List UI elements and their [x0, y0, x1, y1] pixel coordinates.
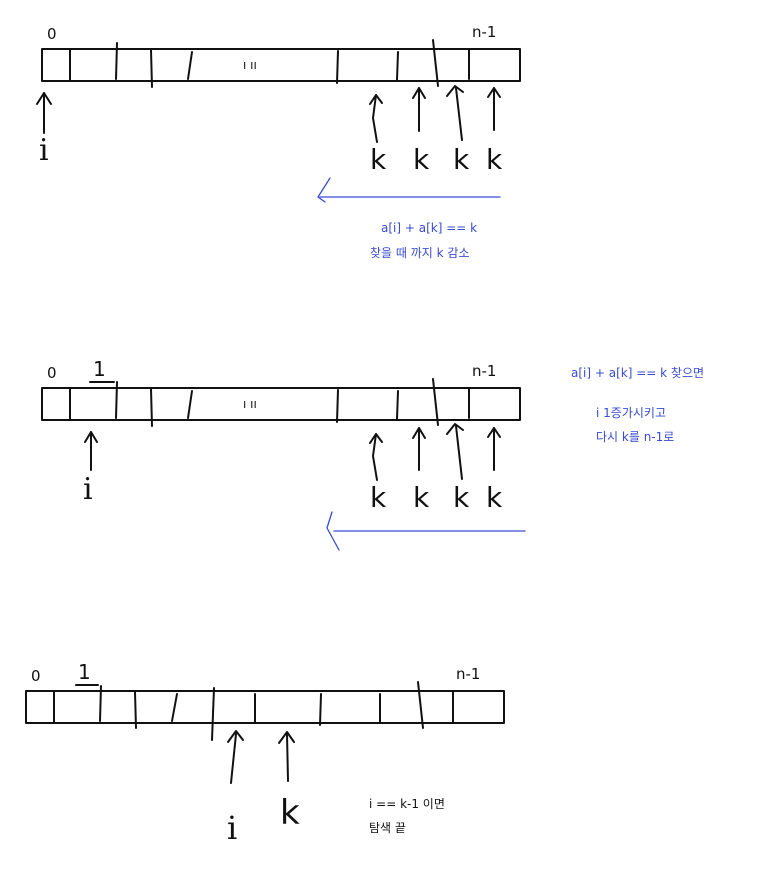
panel-2-label-n-minus-1: n-1 — [472, 362, 497, 380]
panel-2-dots: ı ıı — [243, 397, 257, 411]
panel-3-label-n-minus-1: n-1 — [456, 665, 481, 683]
panel-2-i-label: i — [83, 472, 93, 507]
panel-2-pointers — [84, 423, 501, 481]
panel-1-blue-arrow — [317, 177, 501, 203]
panel-1-pointers — [36, 85, 501, 143]
panel-3-i-label: i — [227, 809, 238, 847]
panel-3-array — [25, 681, 505, 741]
panel-2-note-reset: 다시 k를 n-1로 — [596, 430, 675, 444]
panel-1-label-n-minus-1: n-1 — [472, 23, 497, 41]
panel-1-i-label: i — [39, 133, 49, 168]
panel-3-label-zero: 0 — [31, 667, 41, 685]
panel-1-k-label: k — [486, 143, 503, 176]
panel-1-note-action: 찾을 때 까지 k 감소 — [370, 246, 470, 260]
panel-2-k-label: k — [453, 481, 470, 514]
panel-1-label-zero: 0 — [47, 25, 57, 43]
panel-2-note-increment: i 1증가시키고 — [596, 406, 666, 420]
panel-2-note-condition: a[i] + a[k] == k 찾으면 — [571, 366, 705, 380]
panel-2-k-label: k — [370, 481, 387, 514]
panel-3-note-condition: i == k-1 이면 — [369, 797, 445, 811]
panel-1-array — [41, 39, 521, 88]
panel-2-array — [41, 378, 521, 427]
panel-3-label-one: 1 — [78, 660, 91, 684]
panel-2-label-zero: 0 — [47, 364, 57, 382]
panel-2-blue-arrow — [326, 511, 526, 551]
panel-1-dots: ı ıı — [243, 58, 257, 72]
panel-2-k-label: k — [413, 481, 430, 514]
panel-1-k-label: k — [453, 143, 470, 176]
panel-1-k-label: k — [413, 143, 430, 176]
panel-1-k-label: k — [370, 143, 387, 176]
panel-3-k-label: k — [280, 793, 300, 833]
panel-2-k-label: k — [486, 481, 503, 514]
panel-3-pointers — [227, 730, 295, 784]
panel-2-label-one: 1 — [93, 357, 106, 381]
panel-3-note-end: 탐색 끝 — [369, 821, 406, 835]
panel-1-note-condition: a[i] + a[k] == k — [381, 221, 478, 235]
